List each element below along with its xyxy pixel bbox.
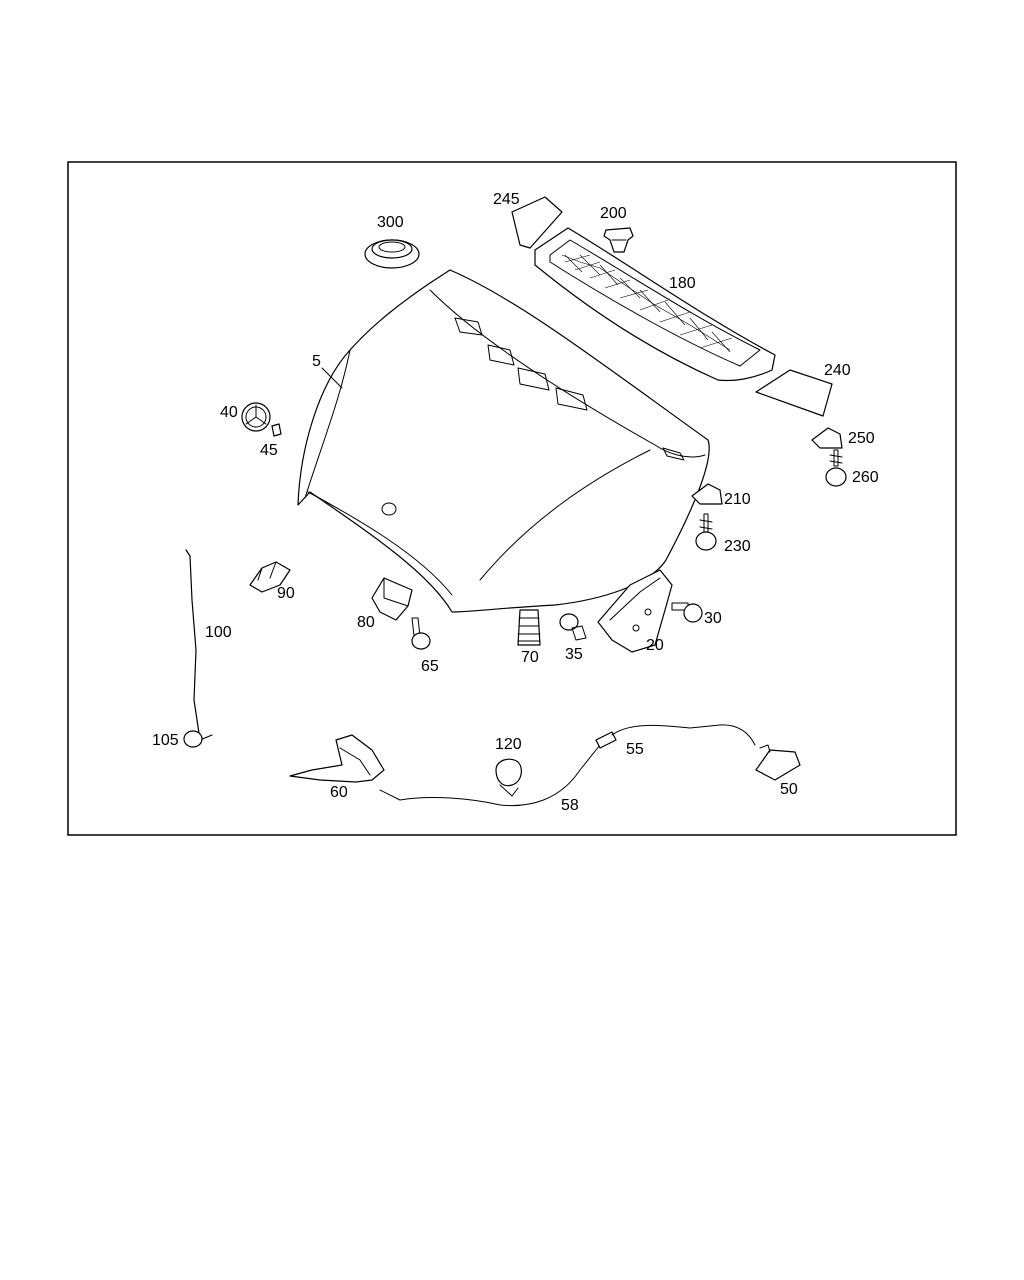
release-cable-part	[379, 744, 601, 807]
speed-nut-part	[811, 427, 843, 449]
hood-lock-part	[289, 734, 385, 783]
clip-part	[603, 227, 634, 253]
trim-end-cap-right-part	[755, 369, 833, 417]
callout-245: 245	[493, 191, 520, 208]
cable-clip-part	[495, 758, 522, 797]
trim-end-cap-part	[511, 196, 563, 249]
callout-60: 60	[330, 784, 348, 801]
grommet-part	[364, 239, 420, 269]
callout-65: 65	[421, 658, 439, 675]
callout-55: 55	[626, 741, 644, 758]
rod-bumper-part	[183, 730, 203, 748]
callout-20: 20	[646, 637, 664, 654]
callout-230: 230	[724, 538, 751, 555]
bolt-part-65	[411, 617, 431, 650]
callout-labels: 5 20 30 35 40 45 50 55 58 60 65 70 80 90…	[152, 191, 879, 814]
callout-120: 120	[495, 736, 522, 753]
callout-260: 260	[852, 469, 879, 486]
star-emblem-part	[241, 402, 271, 432]
lock-bracket-part	[371, 577, 413, 621]
callout-35: 35	[565, 646, 583, 663]
leader-lines	[321, 367, 343, 389]
screw-part-230	[695, 513, 717, 551]
speed-nut-part-210	[691, 483, 723, 505]
hood-hinge-part	[597, 569, 673, 653]
release-cable-upper-part	[595, 724, 756, 749]
callout-100: 100	[205, 624, 232, 641]
callout-58: 58	[561, 797, 579, 814]
callout-240: 240	[824, 362, 851, 379]
callout-300: 300	[377, 214, 404, 231]
emblem-clip-part	[271, 423, 282, 437]
callout-80: 80	[357, 614, 375, 631]
rubber-buffer-part	[517, 609, 541, 646]
callout-90: 90	[277, 585, 295, 602]
screw-part-260	[825, 449, 847, 487]
callout-105: 105	[152, 732, 179, 749]
bolt-part-30	[671, 602, 703, 623]
callout-180: 180	[669, 275, 696, 292]
callout-50: 50	[780, 781, 798, 798]
callout-5: 5	[312, 353, 321, 370]
bolt-part-35	[559, 613, 587, 641]
hood-panel	[297, 269, 710, 613]
cowl-grille-part	[534, 227, 776, 382]
callout-30: 30	[704, 610, 722, 627]
rod-holder-part	[249, 561, 291, 593]
prop-rod-part	[185, 549, 213, 741]
diagram-frame	[67, 161, 957, 836]
callout-250: 250	[848, 430, 875, 447]
callout-40: 40	[220, 404, 238, 421]
callout-210: 210	[724, 491, 751, 508]
callout-200: 200	[600, 205, 627, 222]
callout-70: 70	[521, 649, 539, 666]
release-handle-part	[755, 744, 801, 781]
callout-45: 45	[260, 442, 278, 459]
